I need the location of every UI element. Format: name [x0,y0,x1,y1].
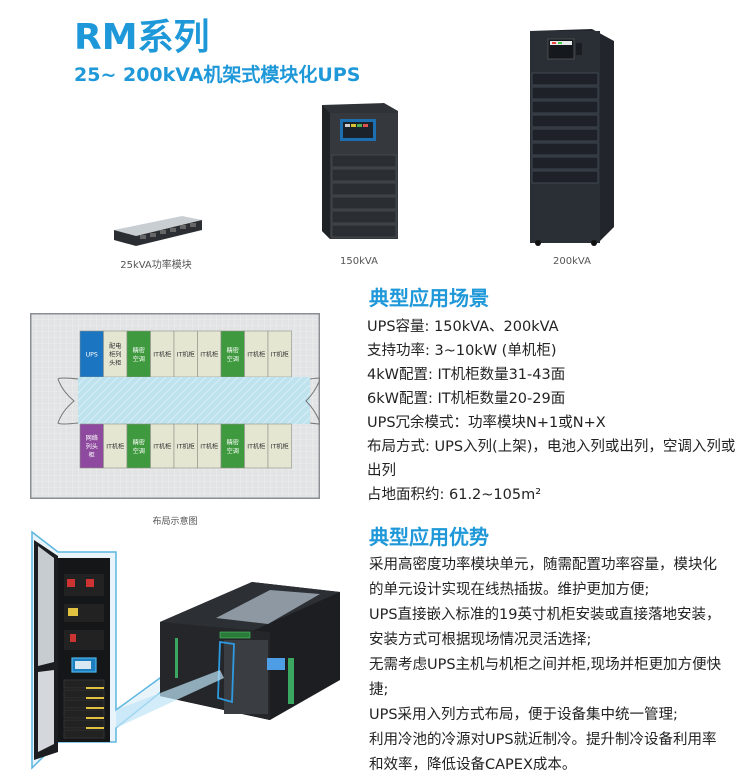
scenario-item: 布局方式: UPS入列(上架)，电池入列或出列，空调入列或出列 [367,439,736,479]
top-cabinet-label: IT机柜 [247,351,265,359]
top-cabinet-label: 精密 [227,346,239,354]
scenarios-title: 典型应用场景 [369,286,489,310]
top-cabinet-label: IT机柜 [200,351,218,359]
scenario-item: UPS冗余模式：功率模块N+1或N+X [367,415,606,431]
advantage-item: 无需考虑UPS主机与机柜之间并柜,现场并柜更加方便快捷; [369,657,722,698]
bottom-cabinet-label: IT机柜 [106,443,124,451]
bottom-cabinet-label: 精密 [227,438,239,446]
bottom-cabinet-it [267,423,292,469]
ups-150kva-caption: 150kVA [340,256,378,267]
page-title: RM系列 [74,17,210,58]
advantage-item: UPS直接嵌入标准的19英寸机柜安装或直接落地安装，安装方式可根据现场情况灵活选… [369,607,721,648]
top-cabinet-label: 空调 [227,355,239,363]
left-door-icon [57,377,79,425]
top-cabinet-label: UPS [86,352,98,359]
top-cabinet-label: 头柜 [109,359,121,367]
top-cabinet-label: IT机柜 [177,351,195,359]
top-cabinet-label: 精密 [133,346,145,354]
bottom-cabinet-label: 网络 [86,434,98,442]
datacenter-scene-image [20,530,350,784]
ups-200kva-image [528,27,616,247]
bottom-cabinet-label: 列头 [86,443,98,451]
bottom-cabinet-label: IT机柜 [271,443,289,451]
advantages-title: 典型应用优势 [369,525,489,549]
scenario-item: 支持功率: 3~10kW (单机柜) [367,343,557,359]
top-cabinet-label: 柜列 [109,351,121,359]
page-subtitle: 25~ 200kVA机架式模块化UPS [74,64,361,86]
advantage-item: 采用高密度功率模块单元，随需配置功率容量，模块化的单元设计实现在线热插拔。维护更… [369,557,717,598]
top-cabinet-label: IT机柜 [271,351,289,359]
bottom-cabinet-label: IT机柜 [247,443,265,451]
advantages-list: 采用高密度功率模块单元，随需配置功率容量，模块化的单元设计实现在线热插拔。维护更… [369,553,731,778]
ups-150kva-image [318,101,400,241]
top-cabinet-label: 空调 [133,355,145,363]
layout-diagram-caption: 布局示意图 [152,517,198,527]
scenarios-list: UPS容量: 150kVA、200kVA 支持功率: 3~10kW (单机柜) … [367,315,737,507]
ups-200kva-caption: 200kVA [553,256,591,267]
scenario-item: 占地面积约: 61.2~105m² [367,487,542,503]
power-module-image [108,208,204,248]
bottom-cabinet-label: 空调 [227,447,239,455]
bottom-cabinet-label: IT机柜 [177,443,195,451]
power-module-caption: 25kVA功率模块 [120,260,192,271]
bottom-cabinet-label: IT机柜 [200,443,218,451]
advantage-item: UPS采用入列方式布局，便于设备集中统一管理; [369,707,678,723]
bottom-cabinet-label: 柜 [89,451,95,459]
top-cabinet-label: IT机柜 [153,351,171,359]
scenario-item: 6kW配置: IT机柜数量20-29面 [367,391,566,407]
bottom-cabinet-label: 精密 [133,438,145,446]
scenario-item: UPS容量: 150kVA、200kVA [367,319,559,335]
top-cabinet-label: 配电 [109,342,121,350]
bottom-cabinet-label: 空调 [133,447,145,455]
scenario-item: 4kW配置: IT机柜数量31-43面 [367,367,566,383]
bottom-cabinet-label: IT机柜 [153,443,171,451]
advantage-item: 利用冷池的冷源对UPS就近制冷。提升制冷设备利用率和效率，降低设备CAPEX成本… [369,732,717,773]
cold-aisle [78,377,310,424]
